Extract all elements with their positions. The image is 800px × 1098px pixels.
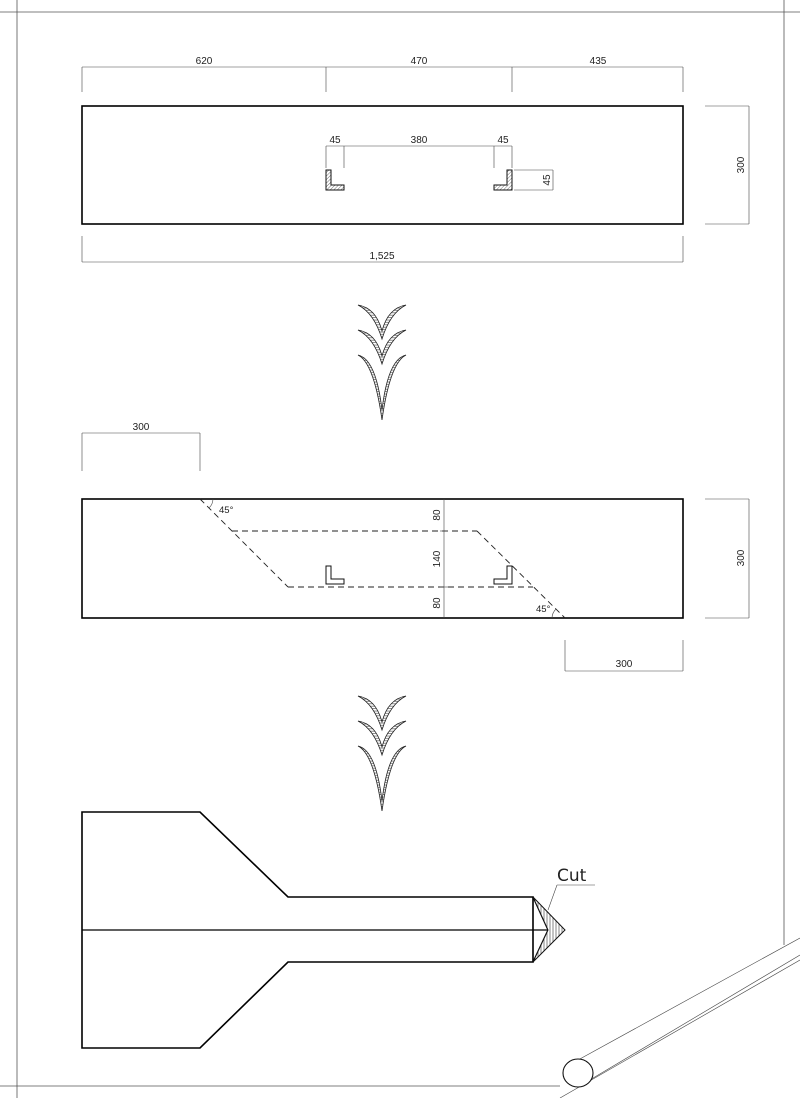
l-bracket-right-hatched bbox=[493, 169, 513, 191]
top-height-dimension: 300 bbox=[705, 105, 750, 225]
l-bracket-right-outline bbox=[493, 565, 513, 585]
dimension-80-bottom: 80 bbox=[432, 597, 443, 609]
l-bracket-left-hatched bbox=[325, 169, 345, 191]
bottom-view: Cut bbox=[81, 811, 595, 1049]
bracket-height-dimension: 45 bbox=[514, 169, 554, 191]
total-length-dimension: 1,525 bbox=[81, 236, 684, 263]
dimension-300-top: 300 bbox=[736, 156, 747, 173]
diagonal-cut-right bbox=[476, 530, 566, 619]
l-bracket-left-outline bbox=[325, 565, 345, 585]
cut-callout: Cut bbox=[547, 866, 595, 911]
offset-left-dimension: 300 bbox=[81, 422, 201, 471]
middle-view: 300 45° 45° 80 140 80 300 bbox=[81, 422, 750, 672]
angle-arc-top bbox=[208, 498, 214, 509]
diagonal-cut-left bbox=[199, 498, 289, 588]
top-dimension-chain: 620 470 435 bbox=[81, 56, 684, 92]
dimension-435: 435 bbox=[590, 56, 607, 67]
angle-arc-bottom bbox=[551, 608, 557, 619]
angle-label-bottom: 45° bbox=[536, 604, 551, 615]
dimension-45-right: 45 bbox=[497, 135, 509, 146]
middle-height-dimension: 300 bbox=[705, 498, 750, 619]
dimension-620: 620 bbox=[196, 56, 213, 67]
inner-dimension-chain: 45 380 45 bbox=[325, 135, 513, 168]
vertical-dimension-chain: 80 140 80 bbox=[432, 499, 448, 618]
dimension-300-middle: 300 bbox=[736, 549, 747, 566]
dimension-380: 380 bbox=[411, 135, 428, 146]
page-curl-decoration bbox=[559, 937, 800, 1098]
board-outline-layout bbox=[81, 498, 684, 619]
dimension-300-offset-right: 300 bbox=[616, 659, 633, 670]
paper-roll-end bbox=[562, 1058, 594, 1088]
top-view: 620 470 435 45 380 45 45 bbox=[81, 56, 750, 263]
dimension-300-offset-left: 300 bbox=[133, 422, 150, 433]
down-arrow-icon-2 bbox=[357, 695, 407, 812]
board-outline bbox=[81, 105, 684, 225]
down-arrow-icon bbox=[357, 304, 407, 421]
dimension-140: 140 bbox=[432, 550, 443, 567]
dimension-470: 470 bbox=[411, 56, 428, 67]
dimension-1525: 1,525 bbox=[369, 251, 394, 262]
dimension-45-left: 45 bbox=[329, 135, 341, 146]
cut-piece-hatched bbox=[532, 896, 566, 963]
angle-label-top: 45° bbox=[219, 505, 234, 516]
cut-label: Cut bbox=[557, 866, 587, 886]
dimension-45-height: 45 bbox=[542, 174, 553, 186]
dimension-80-top: 80 bbox=[432, 509, 443, 521]
offset-right-dimension: 300 bbox=[564, 640, 684, 672]
